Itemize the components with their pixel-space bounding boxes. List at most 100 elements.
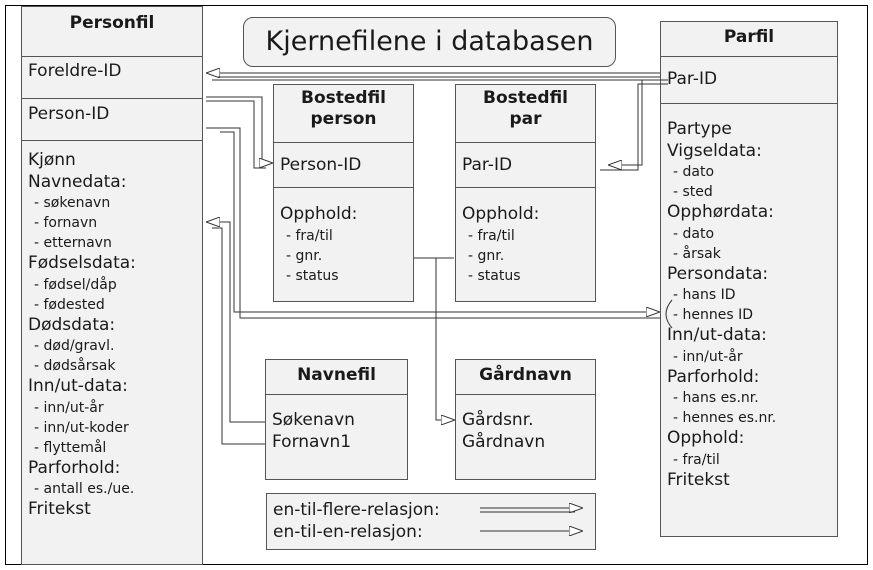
personfil-section-person: Person-ID bbox=[22, 98, 202, 141]
parfil-persondata-bracket bbox=[665, 299, 673, 329]
personfil-attr: - søkenavn bbox=[34, 195, 111, 211]
gardnavn-attr: Gårdsnr. bbox=[462, 410, 534, 430]
parfil-attr: Persondata: bbox=[667, 263, 769, 284]
personfil-attr: Navnedata: bbox=[28, 171, 127, 192]
bostedfil-par-section-attributes: Opphold: - fra/til - gnr. - status bbox=[456, 187, 595, 301]
personfil-attr: - fødsel/dåp bbox=[34, 276, 117, 293]
parfil-attr: Inn/ut-data: bbox=[667, 325, 767, 345]
bostedfil-person-box: Bostedfil person Person-ID Opphold: - fra… bbox=[273, 84, 414, 302]
bostedfil-person-header-line2: person bbox=[310, 109, 377, 129]
personfil-header: Personfil bbox=[69, 13, 155, 33]
personfil-attr: - antall es./ue. bbox=[34, 481, 135, 497]
parfil-attr: - dato bbox=[673, 164, 715, 180]
parfil-attr: Opphold: bbox=[667, 428, 745, 448]
legend-one-to-one: en-til-en-relasjon: bbox=[273, 522, 423, 542]
bostedfil-person-section-attributes: Opphold: - fra/til - gnr. - status bbox=[274, 187, 413, 301]
bostedfil-person-section-key: Person-ID bbox=[274, 142, 413, 188]
bostedfil-par-box: Bostedfil par Par-ID Opphold: - fra/til - … bbox=[455, 84, 596, 302]
parfil-key: Par-ID bbox=[667, 69, 718, 89]
bostedfil-par-attribute-list: Opphold: - fra/til - gnr. - status bbox=[462, 204, 539, 286]
personfil-attr: Fødselsdata: bbox=[28, 253, 136, 273]
line-gnr-gardnavn bbox=[414, 257, 455, 420]
parfil-attr: - fra/til bbox=[673, 451, 720, 468]
gardnavn-attribute-list: Gårdsnr.Gårdnavn bbox=[462, 410, 545, 453]
parfil-attr: - hans ID bbox=[673, 287, 736, 303]
parfil-attr: - sted bbox=[673, 184, 713, 200]
bostedfil-par-section-key: Par-ID bbox=[456, 142, 595, 188]
parfil-attr: Vigseldata: bbox=[667, 140, 762, 161]
parfil-attr: - hennes ID bbox=[673, 307, 754, 323]
personfil-attr: Fritekst bbox=[28, 499, 91, 519]
bostedfil-person-header-line1: Bostedfil bbox=[300, 88, 386, 108]
navnefil-attr: Søkenavn bbox=[272, 410, 355, 430]
personfil-attr: Kjønn bbox=[28, 150, 76, 170]
navnefil-attr: Fornavn1 bbox=[272, 431, 352, 452]
bostedfil-par-attr: - status bbox=[468, 267, 521, 284]
bostedfil-person-key: Person-ID bbox=[280, 155, 362, 175]
line-fornavn-personfil bbox=[212, 227, 265, 445]
gardnavn-attr: Gårdnavn bbox=[462, 431, 546, 452]
bostedfil-person-attr: - gnr. bbox=[286, 247, 323, 264]
bostedfil-par-attr: - gnr. bbox=[468, 247, 505, 264]
line-sokenavn-personfil bbox=[206, 222, 265, 423]
gardnavn-box: Gårdnavn Gårdsnr.Gårdnavn bbox=[455, 359, 596, 480]
personfil-person-id: Person-ID bbox=[28, 104, 110, 124]
personfil-attr: - dødsårsak bbox=[34, 358, 116, 374]
parfil-attr: - hans es.nr. bbox=[673, 390, 759, 406]
line-personid-bostedperson-b bbox=[206, 100, 266, 169]
bostedfil-par-attr: Opphold: bbox=[462, 204, 540, 224]
personfil-attr: - inn/ut-år bbox=[34, 399, 104, 416]
bostedfil-par-header-line1: Bostedfil bbox=[482, 88, 568, 108]
line-parid-bostedpar-a bbox=[608, 79, 668, 165]
parfil-header: Parfil bbox=[723, 27, 775, 47]
legend-box: en-til-flere-relasjon: en-til-en-relasjo… bbox=[266, 493, 596, 550]
navnefil-header: Navnefil bbox=[297, 365, 376, 385]
bostedfil-par-header: Bostedfil par bbox=[456, 88, 595, 130]
line-personid-bostedperson-a bbox=[206, 96, 273, 163]
personfil-attr: Dødsdata: bbox=[28, 314, 116, 335]
parfil-attr: - årsak bbox=[673, 245, 721, 262]
personfil-attr: - flyttemål bbox=[34, 439, 107, 456]
legend-one-to-many: en-til-flere-relasjon: bbox=[273, 500, 440, 520]
bostedfil-person-attr: - fra/til bbox=[286, 227, 333, 244]
personfil-attr: - inn/ut-koder bbox=[34, 419, 129, 436]
parfil-section-key: Par-ID bbox=[661, 56, 837, 104]
personfil-attr: - død/gravl. bbox=[34, 338, 115, 354]
line-parid-bostedpar-b bbox=[600, 83, 668, 171]
parfil-attr: Partype bbox=[667, 119, 732, 139]
parfil-attr: - hennes es.nr. bbox=[673, 410, 777, 426]
bostedfil-person-attribute-list: Opphold: - fra/til - gnr. - status bbox=[280, 204, 357, 286]
parfil-attr: Parforhold: bbox=[667, 366, 760, 387]
line-personid-parfil-persondata-a bbox=[206, 127, 660, 319]
parfil-attr: - inn/ut-år bbox=[673, 348, 743, 365]
personfil-attr: Parforhold: bbox=[28, 457, 121, 478]
parfil-attr: Opphørdata: bbox=[667, 202, 774, 222]
gardnavn-header: Gårdnavn bbox=[479, 365, 572, 385]
personfil-attr: - etternavn bbox=[34, 235, 112, 251]
bostedfil-person-header: Bostedfil person bbox=[274, 88, 413, 130]
personfil-attr: Inn/ut-data: bbox=[28, 376, 128, 396]
personfil-foreldre-id: Foreldre-ID bbox=[28, 61, 122, 81]
parfil-attr: - dato bbox=[673, 225, 715, 242]
parfil-attr: Fritekst bbox=[667, 469, 730, 490]
gardnavn-section-attributes: Gårdsnr.Gårdnavn bbox=[456, 394, 595, 479]
bostedfil-person-attr: - status bbox=[286, 267, 339, 284]
bostedfil-par-header-line2: par bbox=[509, 109, 542, 129]
personfil-attr: - fødested bbox=[34, 296, 105, 313]
diagram-title: Kjernefilene i databasen bbox=[243, 17, 616, 67]
bostedfil-person-attr: Opphold: bbox=[280, 204, 358, 224]
bostedfil-par-attr: - fra/til bbox=[468, 227, 515, 244]
personfil-attr: - fornavn bbox=[34, 215, 98, 231]
personfil-section-foreldre: Foreldre-ID bbox=[22, 56, 202, 99]
bostedfil-par-key: Par-ID bbox=[462, 155, 513, 175]
